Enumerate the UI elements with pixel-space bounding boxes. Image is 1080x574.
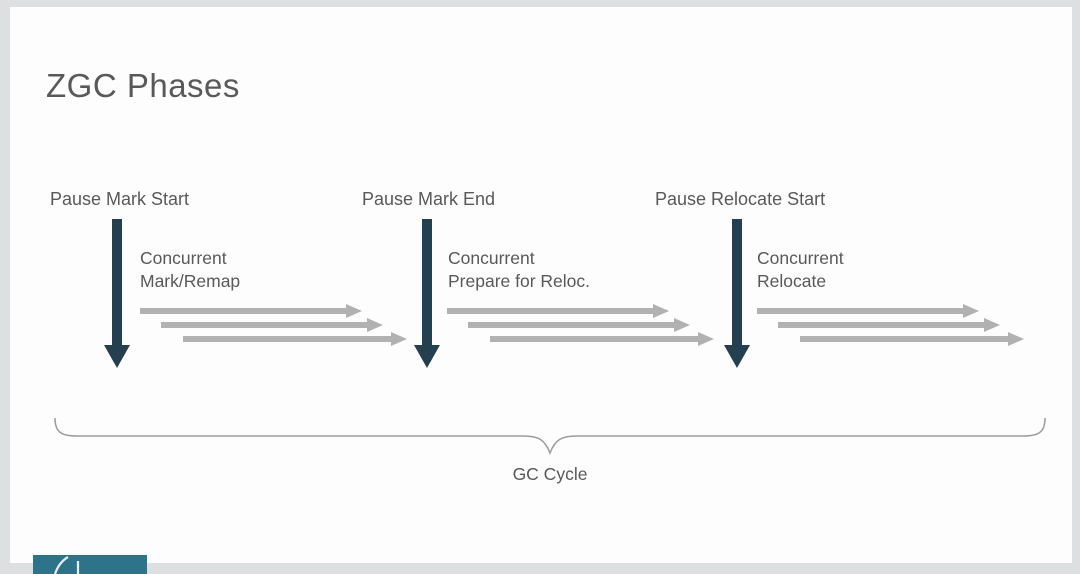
gc-cycle-brace-icon — [54, 417, 1046, 456]
concurrent-threads-arrows-icon — [447, 304, 714, 346]
concurrent-prepare-reloc-label: Concurrent Prepare for Reloc. — [448, 247, 590, 293]
pause-relocate-start-label: Pause Relocate Start — [655, 189, 826, 209]
concurrent-threads-arrows-icon — [140, 304, 407, 346]
concurrent-label-line1: Concurrent — [757, 248, 844, 268]
concurrent-label-line2: Mark/Remap — [140, 271, 241, 291]
pause-down-arrow-icon — [104, 219, 130, 368]
pause-down-arrow-icon — [414, 219, 440, 368]
slide: ZGC Phases Pause Mark Start Concurrent M… — [10, 7, 1072, 563]
pause-mark-start-label: Pause Mark Start — [50, 189, 190, 209]
phase-group-relocate: Pause Relocate Start Concurrent Relocate — [655, 187, 1080, 377]
concurrent-label-line1: Concurrent — [140, 248, 227, 268]
pause-down-arrow-icon — [724, 219, 750, 368]
concurrent-relocate-label: Concurrent Relocate — [757, 247, 844, 293]
slide-title: ZGC Phases — [46, 67, 240, 104]
company-logo — [33, 555, 147, 574]
phase-group-mark: Pause Mark Start Concurrent Mark/Remap — [50, 187, 480, 377]
pause-mark-end-label: Pause Mark End — [362, 189, 496, 209]
concurrent-label-line2: Prepare for Reloc. — [448, 271, 591, 291]
phase-group-prepare-reloc: Pause Mark End Concurrent Prepare for Re… — [362, 187, 792, 377]
concurrent-mark-remap-label: Concurrent Mark/Remap — [140, 247, 240, 293]
logo-glyph-icon — [53, 556, 80, 574]
concurrent-label-line1: Concurrent — [448, 248, 535, 268]
concurrent-label-line2: Relocate — [757, 271, 827, 291]
concurrent-threads-arrows-icon — [757, 304, 1024, 346]
gc-cycle-label: GC Cycle — [512, 464, 588, 484]
